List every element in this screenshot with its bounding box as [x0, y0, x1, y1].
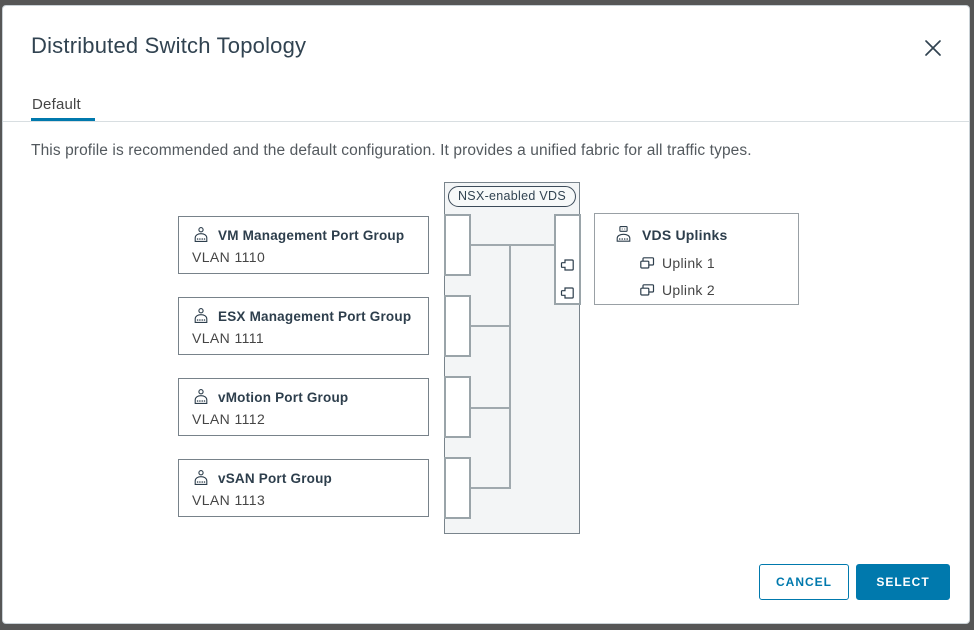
port-group-icon	[192, 469, 210, 487]
port-group-vlan: VLAN 1110	[192, 249, 266, 265]
vds-port	[444, 295, 471, 357]
port-group-box-vm-management: VM Management Port Group VLAN 1110	[178, 216, 429, 274]
port-group-icon	[192, 226, 210, 244]
port-group-vlan: VLAN 1111	[192, 330, 265, 346]
port-group-name: VM Management Port Group	[218, 227, 405, 243]
close-icon[interactable]	[921, 36, 945, 60]
link-line-port1-uplinks	[470, 244, 555, 246]
uplink-connector-icon	[560, 287, 574, 299]
port-group-vlan: VLAN 1112	[192, 411, 266, 427]
trunk-line	[509, 244, 511, 489]
tab-active-underline	[31, 118, 95, 121]
uplink-connector-icon	[560, 259, 574, 271]
port-group-icon	[192, 388, 210, 406]
vds-uplinks-panel: VDS Uplinks Uplink 1 Upl	[594, 213, 799, 305]
port-group-vlan: VLAN 1113	[192, 492, 266, 508]
link-line-port3-trunk	[470, 407, 511, 409]
select-button[interactable]: SELECT	[856, 564, 950, 600]
distributed-switch-topology-dialog: Distributed Switch Topology Default This…	[2, 5, 970, 624]
port-group-box-vmotion: vMotion Port Group VLAN 1112	[178, 378, 429, 436]
uplink-icon	[639, 283, 655, 297]
uplink-label: Uplink 2	[662, 282, 715, 298]
vds-port	[444, 457, 471, 519]
link-line-port2-trunk	[470, 325, 511, 327]
uplink-label: Uplink 1	[662, 255, 715, 271]
vds-port	[444, 214, 471, 276]
topology-diagram: VM Management Port Group VLAN 1110 ESX M…	[3, 6, 969, 623]
profile-description: This profile is recommended and the defa…	[31, 142, 752, 159]
vds-label-pill: NSX-enabled VDS	[447, 186, 577, 207]
port-group-name: ESX Management Port Group	[218, 308, 412, 324]
uplinks-panel-title: VDS Uplinks	[642, 226, 728, 243]
vds-switch-icon	[614, 225, 633, 244]
uplink-row-1: Uplink 1	[639, 255, 715, 271]
vds-uplink-port-box	[554, 214, 581, 305]
port-group-name: vSAN Port Group	[218, 470, 333, 486]
link-line-port4-trunk	[470, 487, 511, 489]
tab-default[interactable]: Default	[32, 96, 81, 113]
port-group-box-vsan: vSAN Port Group VLAN 1113	[178, 459, 429, 517]
uplink-icon	[639, 256, 655, 270]
cancel-button[interactable]: CANCEL	[759, 564, 849, 600]
page-title: Distributed Switch Topology	[31, 33, 307, 58]
port-group-name: vMotion Port Group	[218, 389, 349, 405]
vds-port	[444, 376, 471, 438]
port-group-box-esx-management: ESX Management Port Group VLAN 1111	[178, 297, 429, 355]
port-group-icon	[192, 307, 210, 325]
header-divider	[3, 121, 969, 122]
uplink-row-2: Uplink 2	[639, 282, 715, 298]
